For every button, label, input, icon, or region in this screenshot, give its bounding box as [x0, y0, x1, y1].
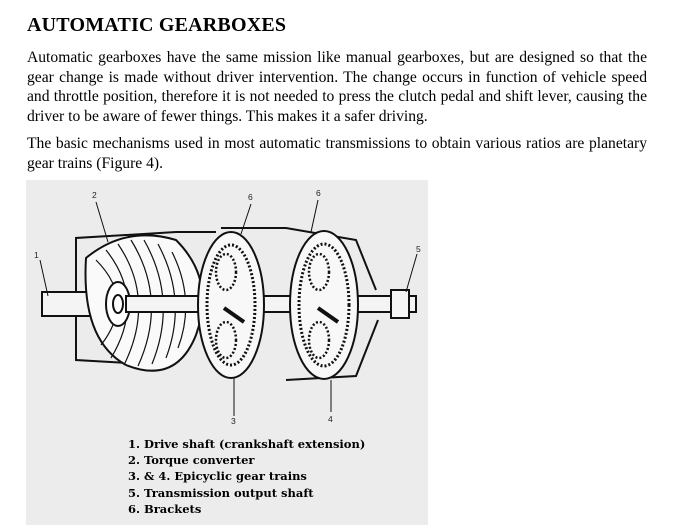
legend-item: 6. Brackets	[128, 501, 202, 516]
callout-4: 4	[328, 414, 333, 424]
figure-legend: 1. Drive shaft (crankshaft extension) 2.…	[128, 436, 365, 517]
mechanism-paragraph: The basic mechanisms used in most automa…	[27, 135, 647, 172]
callout-1: 1	[34, 250, 39, 260]
callout-5: 5	[416, 244, 421, 254]
output-shaft	[390, 289, 410, 319]
callout-6b: 6	[316, 188, 321, 198]
legend-item: 5. Transmission output shaft	[128, 485, 314, 500]
legend-item: 3. & 4. Epicyclic gear trains	[128, 469, 307, 484]
callout-3: 3	[231, 416, 236, 426]
gearbox-figure: 1 2 6 6 5 3 4 1. Drive shaft (crankshaft…	[26, 180, 428, 525]
bracket-left	[75, 231, 216, 292]
epicyclic-gear-2	[289, 230, 359, 380]
callout-2: 2	[92, 190, 97, 200]
legend-item: 1. Drive shaft (crankshaft extension)	[128, 437, 366, 451]
intro-paragraph: Automatic gearboxes have the same missio…	[27, 49, 647, 125]
gearbox-diagram	[39, 199, 418, 416]
main-shaft	[125, 295, 417, 313]
epicyclic-gear-1	[197, 231, 265, 379]
callout-6a: 6	[248, 192, 253, 202]
legend-item: 2. Torque converter	[128, 453, 255, 468]
section-heading: AUTOMATIC GEARBOXES	[27, 14, 287, 36]
